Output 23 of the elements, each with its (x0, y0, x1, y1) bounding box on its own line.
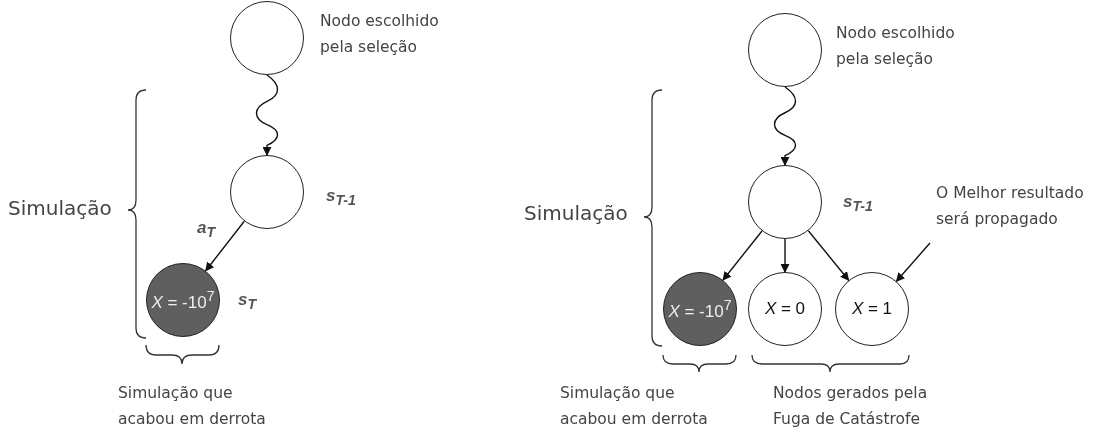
arrow (895, 242, 931, 282)
caption-text: Simulação que acabou em derrota (118, 383, 267, 430)
wavy-arrow (255, 74, 279, 156)
wavy-arrow (773, 86, 797, 166)
value-text: X = -10$^{7}$ (151, 287, 215, 313)
simulation-label: Simulação (524, 200, 628, 226)
arrow (722, 230, 763, 281)
value-text: X = -10$^{7}$ (668, 296, 732, 322)
edge-label: a$_{T}$ (197, 218, 216, 241)
note-text: O Melhor resultado será propagado (936, 178, 1114, 234)
value-text: X = 1 (851, 299, 893, 319)
arrow (780, 238, 790, 273)
simulation-label: Simulação (8, 195, 112, 221)
caption-text: Nodos gerados pela Fuga de Catástrofe (773, 383, 929, 430)
value-text: X = 0 (764, 299, 806, 319)
state-label: s$_{T-1}$ (843, 192, 873, 215)
caption-text: Simulação que acabou em derrota (560, 383, 709, 430)
state-label: s$_{T-1}$ (326, 186, 356, 209)
state-label: s$_{T}$ (238, 290, 257, 313)
annotation-text: Nodo escolhido pela seleção (320, 11, 440, 58)
arrow (205, 220, 245, 272)
arrow (807, 230, 850, 281)
annotation-text: Nodo escolhido pela seleção (836, 23, 956, 70)
